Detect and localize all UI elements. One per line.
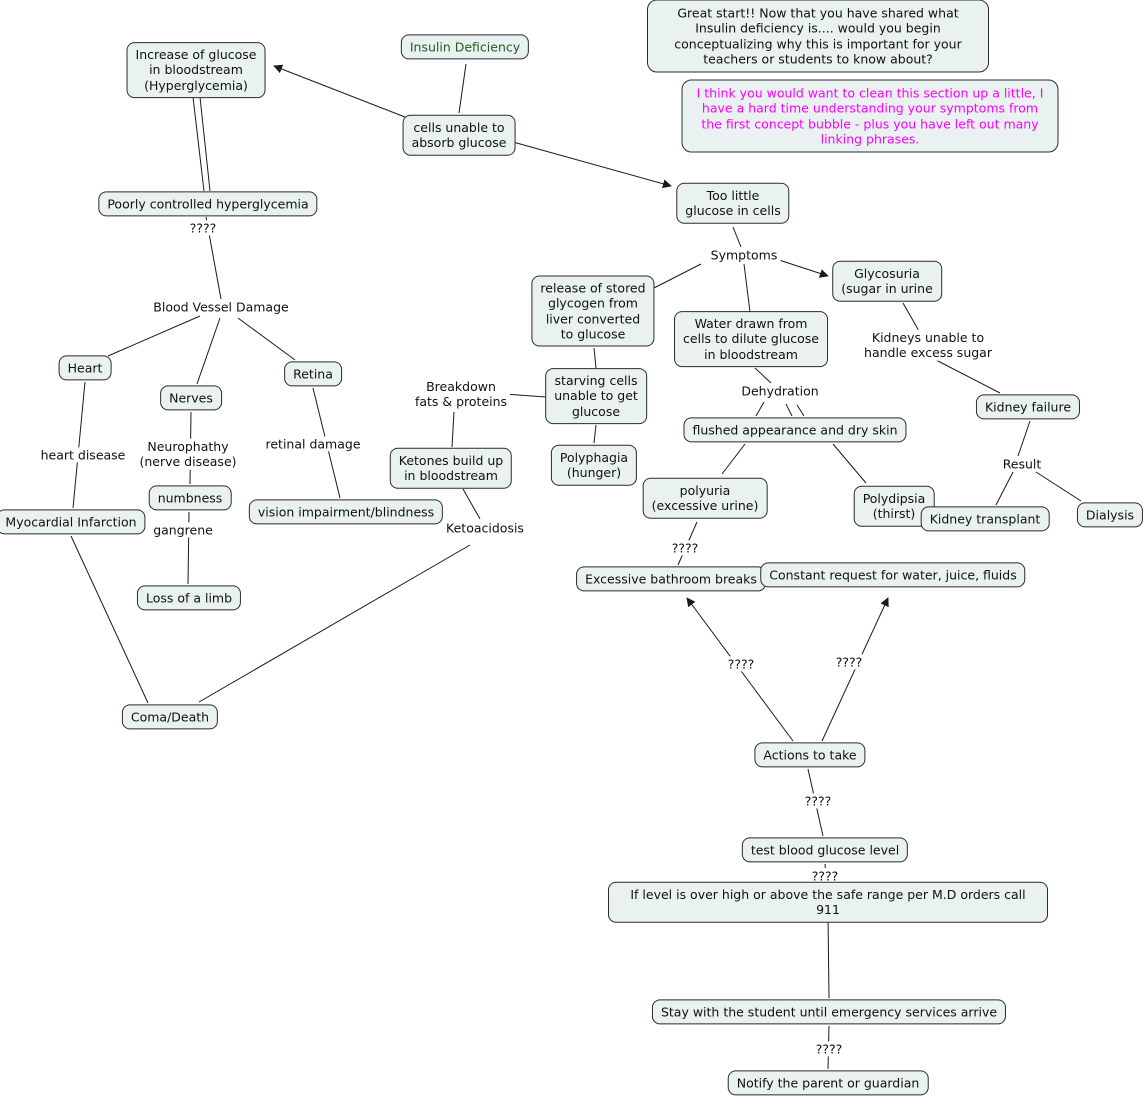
concept-if-level-high-call-911[interactable]: If level is over high or above the safe …	[608, 881, 1048, 923]
concept-notify-parent[interactable]: Notify the parent or guardian	[727, 1070, 929, 1096]
concept-stay-with-student[interactable]: Stay with the student until emergency se…	[651, 999, 1007, 1025]
link-label-unknown-4[interactable]: ????	[832, 654, 866, 670]
link-label-kidneys-unable[interactable]: Kidneys unable to handle excess sugar	[861, 329, 995, 361]
concept-vision-impairment[interactable]: vision impairment/blindness	[248, 499, 444, 525]
link-label-ketoacidosis[interactable]: Ketoacidosis	[443, 520, 527, 536]
concept-test-blood-glucose[interactable]: test blood glucose level	[741, 837, 909, 863]
link-label-gangrene[interactable]: gangrene	[150, 522, 216, 538]
edge-failure-to-result	[1017, 420, 1031, 457]
edge-breakdown-to-starving	[504, 393, 547, 398]
comment-feedback-magenta[interactable]: I think you would want to clean this sec…	[681, 79, 1059, 153]
concept-myocardial-infarction[interactable]: Myocardial Infarction	[0, 509, 146, 535]
concept-water-drawn[interactable]: Water drawn from cells to dilute glucose…	[674, 311, 828, 367]
link-label-retinal-damage[interactable]: retinal damage	[262, 436, 364, 452]
concept-ketones-buildup[interactable]: Ketones build up in bloodstream	[389, 447, 513, 489]
edge-iflevel-to-stay	[827, 915, 830, 999]
link-label-neurophathy[interactable]: Neurophathy (nerve disease)	[136, 438, 240, 470]
edge-ketoacidosis-to-coma	[198, 544, 471, 703]
link-label-unknown-2[interactable]: ????	[668, 540, 702, 556]
edge-dehydration-to-flushed-b	[785, 403, 793, 417]
link-label-unknown-7[interactable]: ????	[812, 1041, 846, 1057]
link-label-breakdown[interactable]: Breakdown fats & proteins	[411, 378, 511, 410]
link-label-unknown-3[interactable]: ????	[724, 656, 758, 672]
edge-symptoms-to-glycosuria	[778, 259, 829, 278]
edge-heart-to-mi	[72, 381, 86, 509]
edge-symptoms-to-water	[743, 263, 751, 313]
edge-result-to-dialysis	[1035, 471, 1082, 502]
link-label-dehydration[interactable]: Dehydration	[738, 383, 822, 399]
concept-heart[interactable]: Heart	[58, 355, 112, 381]
edge-cells-to-toolittle	[512, 141, 672, 189]
edge-water-to-dehydration	[754, 367, 772, 384]
concept-kidney-failure[interactable]: Kidney failure	[975, 394, 1081, 420]
link-label-blood-vessel-damage[interactable]: Blood Vessel Damage	[150, 299, 292, 315]
edge-mi-to-coma	[70, 535, 149, 704]
concept-actions-to-take[interactable]: Actions to take	[754, 742, 866, 768]
edge-flushed-to-polydipsia	[832, 443, 867, 484]
edge-ketones-to-ketoacidosis	[462, 488, 481, 520]
edge-cells-to-increase	[273, 64, 406, 118]
edge-bvd-to-retina	[237, 317, 296, 361]
concept-polyphagia[interactable]: Polyphagia (hunger)	[550, 444, 638, 486]
link-label-result[interactable]: Result	[999, 456, 1045, 472]
concept-flushed-skin[interactable]: flushed appearance and dry skin	[683, 417, 907, 443]
edge-toolittle-to-symptoms	[732, 226, 742, 248]
concept-nerves[interactable]: Nerves	[160, 385, 222, 411]
edge-increase-to-poorly-a	[192, 96, 205, 192]
concept-poorly-controlled[interactable]: Poorly controlled hyperglycemia	[98, 191, 318, 217]
concept-kidney-transplant[interactable]: Kidney transplant	[920, 506, 1050, 532]
link-label-symptoms[interactable]: Symptoms	[707, 247, 781, 263]
edge-dehydration-to-flushed-c	[796, 404, 805, 417]
edge-bvd-to-nerves	[196, 317, 221, 385]
concept-excessive-bathroom[interactable]: Excessive bathroom breaks	[576, 566, 766, 592]
edge-glycosuria-to-kidneys	[902, 302, 920, 332]
concept-retina[interactable]: Retina	[284, 361, 342, 387]
concept-dialysis[interactable]: Dialysis	[1076, 502, 1144, 528]
edge-bvd-to-heart	[107, 315, 201, 357]
concept-loss-of-limb[interactable]: Loss of a limb	[136, 585, 242, 611]
link-label-unknown-6[interactable]: ????	[808, 868, 842, 884]
concept-starving-cells[interactable]: starving cells unable to get glucose	[545, 368, 647, 424]
link-label-unknown-5[interactable]: ????	[801, 793, 835, 809]
link-label-heart-disease[interactable]: heart disease	[37, 447, 129, 463]
concept-insulin-deficiency[interactable]: Insulin Deficiency	[400, 34, 530, 60]
link-label-unknown-1[interactable]: ????	[186, 220, 220, 236]
edge-symptoms-to-release	[651, 263, 702, 290]
edge-kidneys-to-failure	[935, 359, 1001, 394]
edge-flushed-to-polyuria	[721, 443, 746, 475]
concept-numbness[interactable]: numbness	[148, 485, 232, 511]
edge-insulin-to-cells	[458, 63, 467, 114]
concept-too-little-glucose[interactable]: Too little glucose in cells	[676, 182, 790, 224]
concept-constant-request[interactable]: Constant request for water, juice, fluid…	[760, 562, 1026, 588]
concept-increase-glucose[interactable]: Increase of glucose in bloodstream (Hype…	[126, 42, 266, 98]
concept-polyuria[interactable]: polyuria (excessive urine)	[642, 477, 768, 519]
edge-starving-to-polyphagia	[593, 424, 597, 444]
concept-coma-death[interactable]: Coma/Death	[121, 704, 219, 730]
comment-feedback-top[interactable]: Great start!! Now that you have shared w…	[647, 0, 989, 73]
concept-release-glycogen[interactable]: release of stored glycogen from liver co…	[531, 275, 655, 347]
concept-cells-unable-absorb[interactable]: cells unable to absorb glucose	[402, 114, 516, 156]
concept-glycosuria[interactable]: Glycosuria (sugar in urine	[832, 260, 942, 302]
edge-result-to-transplant	[995, 471, 1014, 506]
edge-dehydration-to-flushed-a	[755, 401, 765, 417]
edge-increase-to-poorly-b	[199, 96, 211, 192]
edge-breakdown-to-ketones	[451, 411, 455, 448]
edge-release-to-starving	[593, 347, 597, 369]
